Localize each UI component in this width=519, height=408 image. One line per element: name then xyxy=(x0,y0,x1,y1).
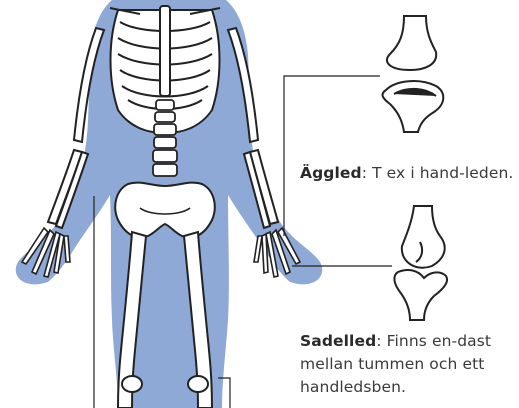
spine xyxy=(153,100,177,176)
ellipsoid-joint-caption: Äggled: T ex i hand-leden. xyxy=(300,162,514,185)
saddle-joint-term: Sadelled xyxy=(300,332,376,350)
ellipsoid-joint-illustration xyxy=(383,16,444,132)
saddle-joint-illustration xyxy=(394,206,447,320)
ellipsoid-joint-term: Äggled xyxy=(300,164,362,182)
saddle-joint-caption: Sadelled: Finns en-dast mellan tummen oc… xyxy=(300,330,514,399)
ellipsoid-joint-description: : T ex i hand-leden. xyxy=(362,164,514,182)
